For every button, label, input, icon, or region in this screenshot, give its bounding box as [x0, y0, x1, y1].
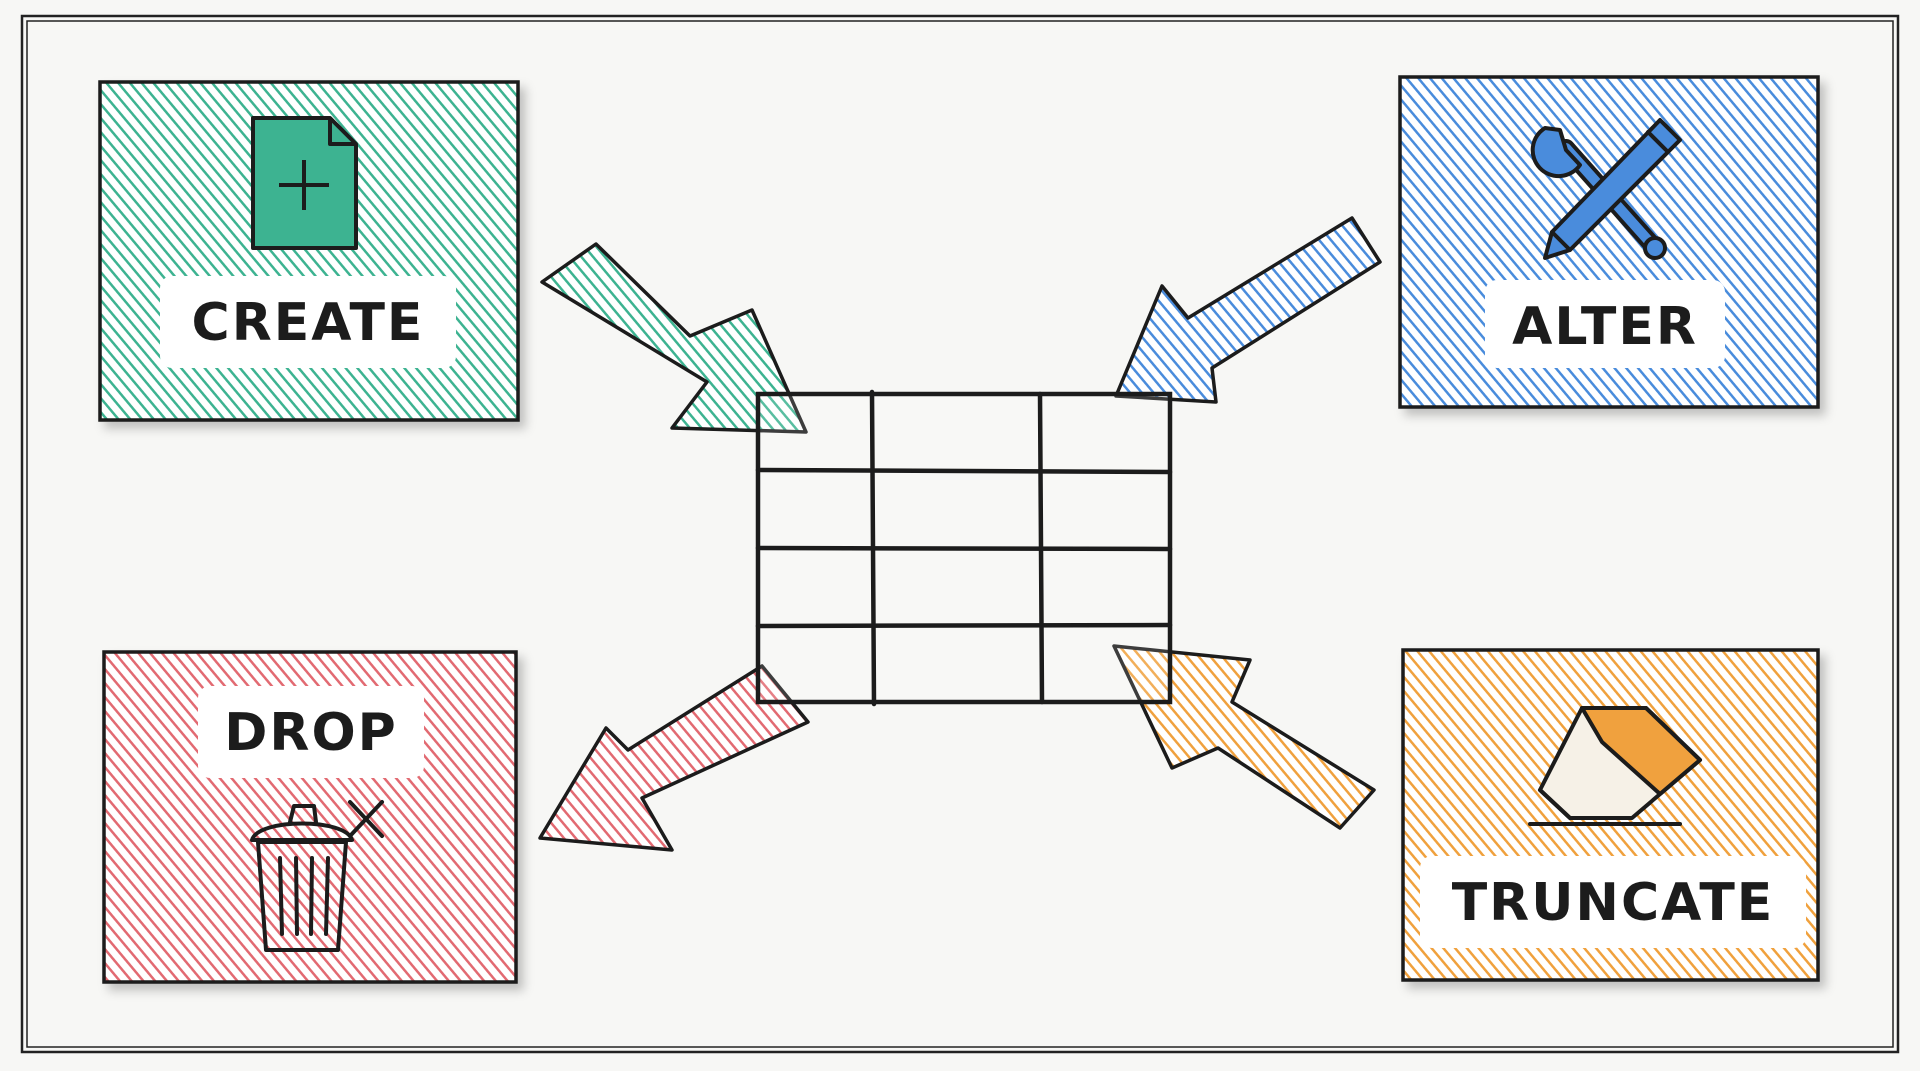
create-card: CREATE — [98, 80, 520, 422]
truncate-arrow — [1112, 644, 1376, 830]
create-label-box — [160, 276, 456, 368]
trash-delete-icon — [250, 800, 384, 952]
drop-label-box — [198, 686, 424, 778]
create-arrow — [540, 242, 808, 434]
truncate-label: TRUNCATE — [1452, 873, 1775, 933]
alter-label-box — [1485, 280, 1725, 368]
wrench-pencil-icon — [1530, 118, 1682, 260]
outer-frame — [20, 14, 1900, 1054]
truncate-card: TRUNCATE — [1401, 648, 1820, 982]
drop-card: DROP — [102, 650, 518, 984]
alter-label: ALTER — [1512, 297, 1698, 357]
alter-arrow — [1114, 216, 1382, 404]
truncate-label-box — [1420, 856, 1806, 948]
drop-label: DROP — [224, 703, 398, 763]
alter-card: ALTER — [1398, 75, 1820, 409]
drop-arrow — [538, 664, 810, 852]
create-label: CREATE — [192, 293, 425, 353]
eraser-icon — [1528, 706, 1702, 826]
file-plus-icon — [251, 116, 358, 250]
table-grid-icon — [755, 389, 1173, 707]
